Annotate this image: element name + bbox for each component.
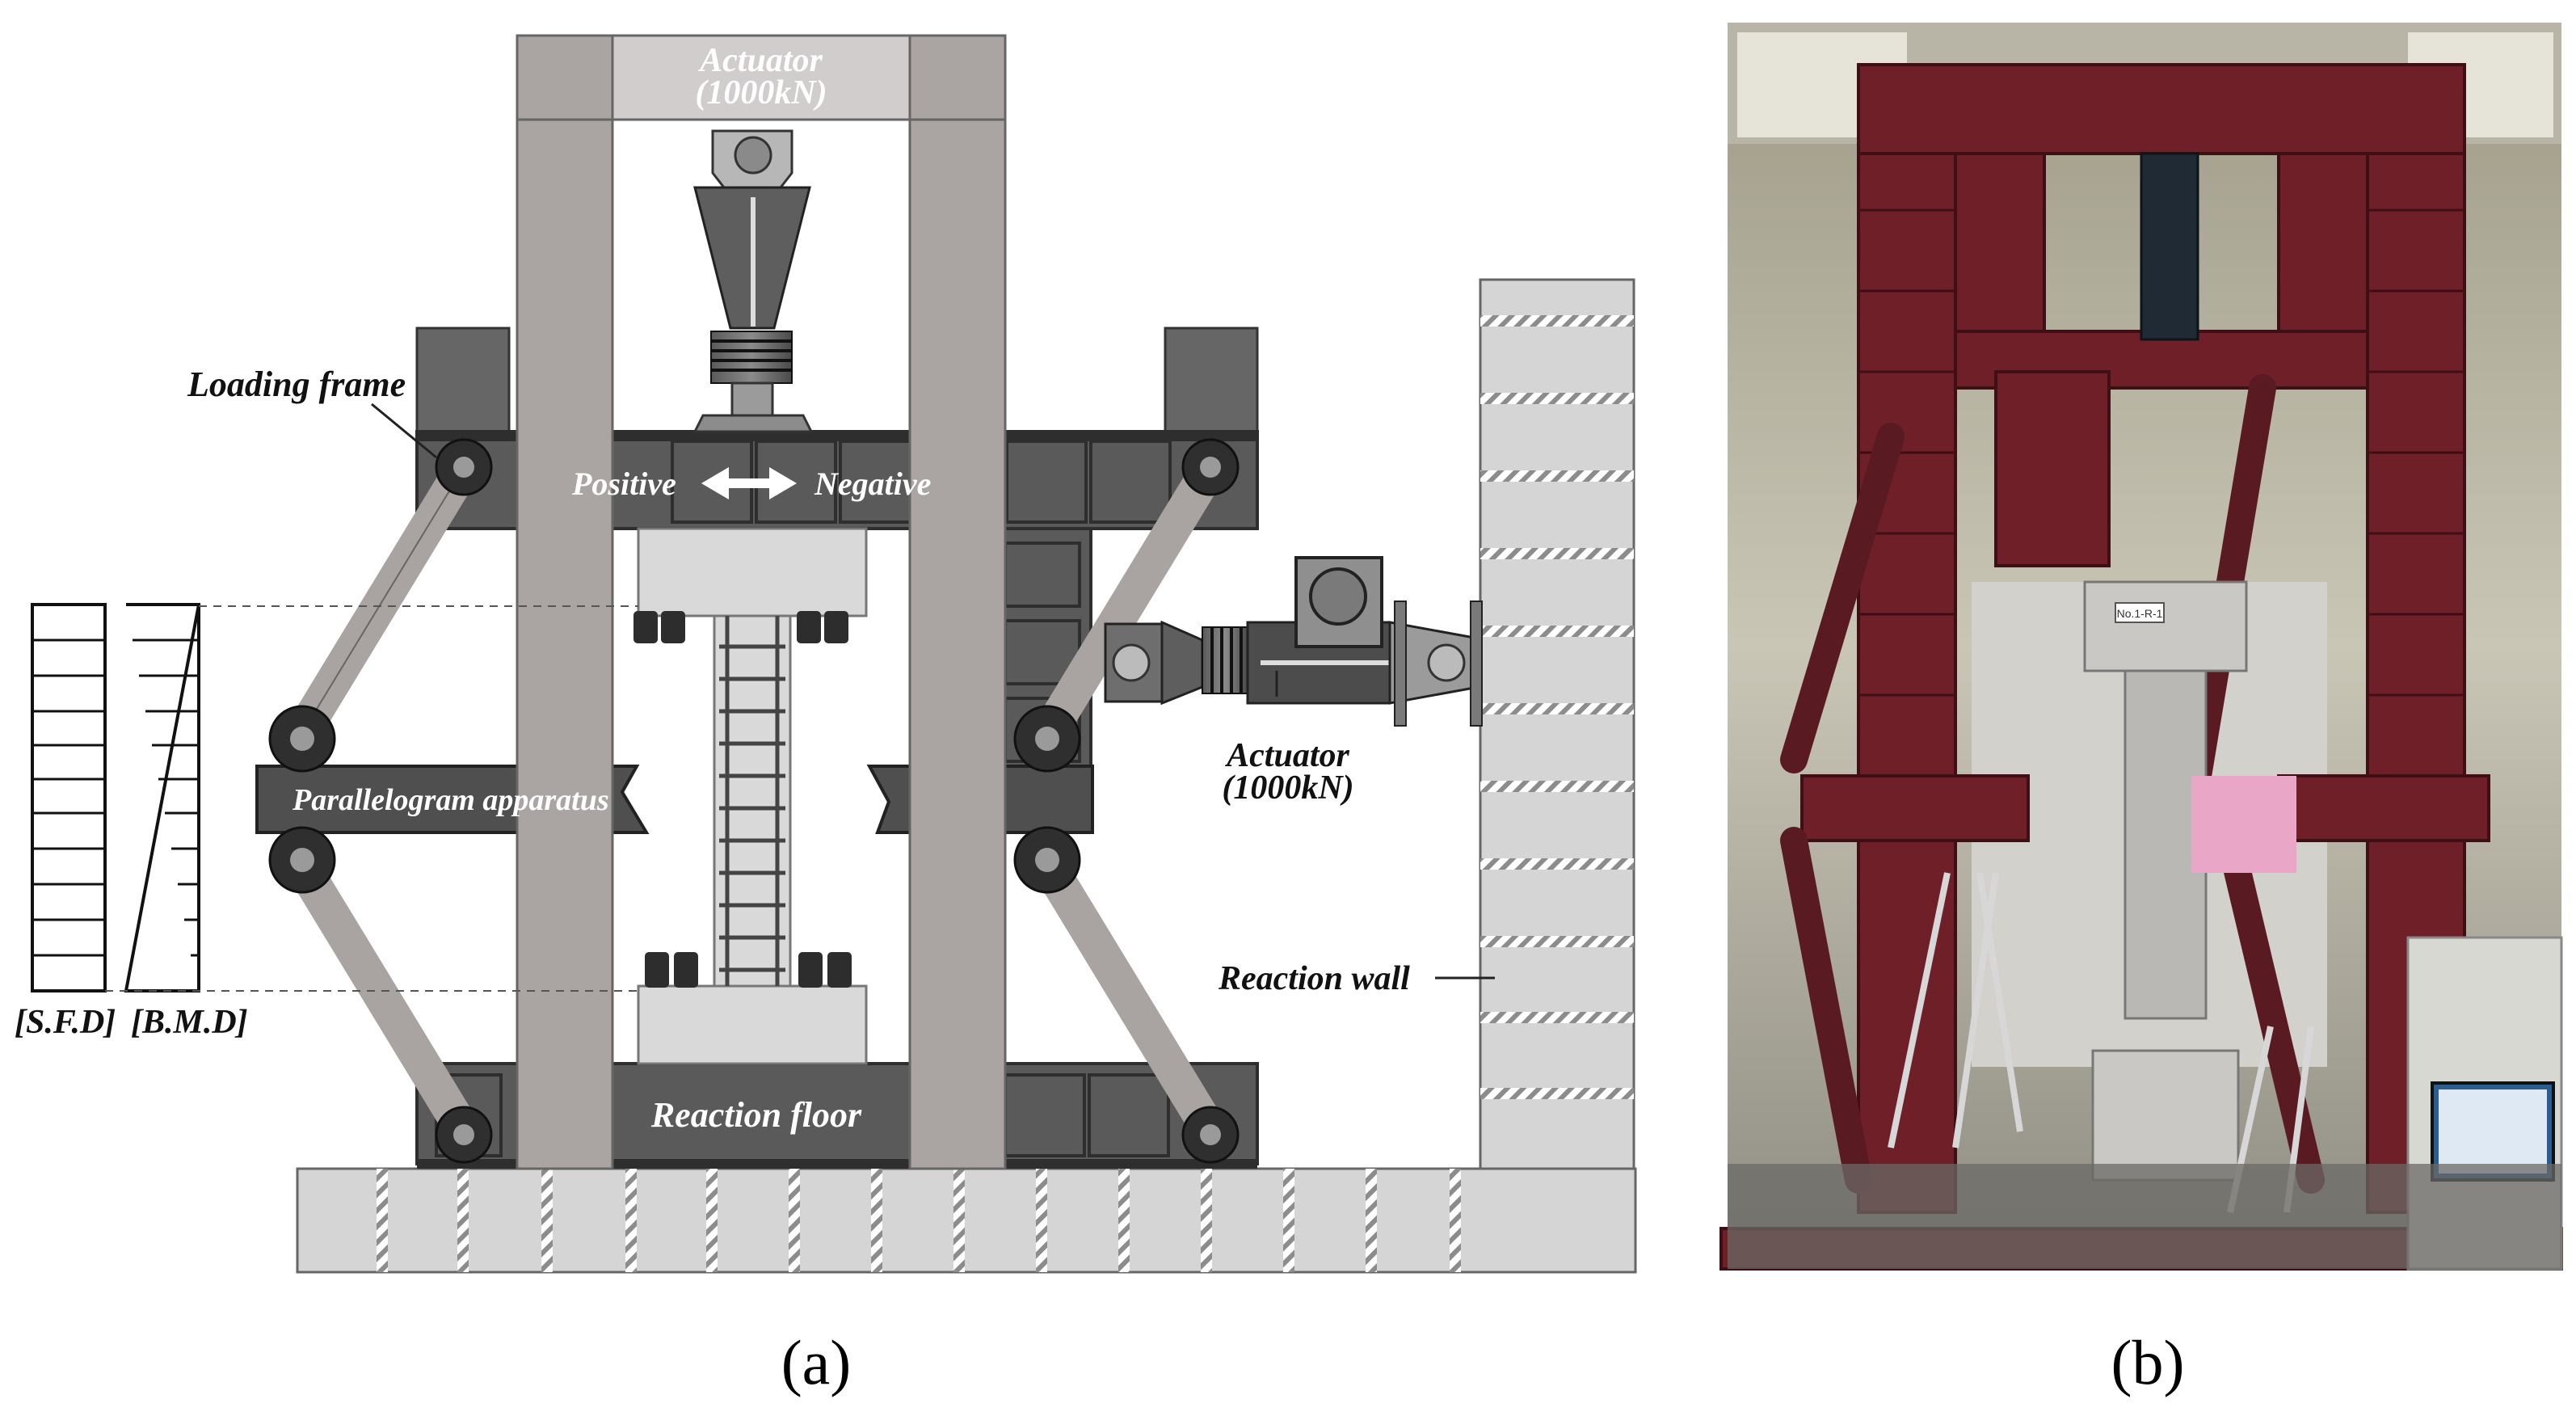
negative-direction-label: Negative: [814, 466, 931, 502]
loading-frame-label: Loading frame: [187, 365, 406, 404]
reaction-wall-label: Reaction wall: [1218, 960, 1410, 997]
hinge-pin-centers: [290, 457, 1221, 1145]
side-actuator-capacity-label: (1000kN): [1222, 769, 1353, 807]
loading-frame-columns: [516, 34, 1007, 1170]
panel-a-diagram: Actuator (1000kN) Loading frame Positive…: [15, 34, 1637, 1397]
panel-a-caption: (a): [781, 1327, 852, 1397]
panel-b-photo: No.1-R-1 (b): [1719, 23, 2563, 1397]
reaction-floor-base: [296, 1167, 1637, 1274]
photo-top-actuator: [2140, 152, 2199, 341]
top-actuator-capacity-label: (1000kN): [695, 74, 827, 112]
top-actuator-label: Actuator: [697, 42, 823, 79]
sfd-label: [S.F.D]: [15, 1004, 116, 1041]
bmd-label: [B.M.D]: [131, 1004, 248, 1041]
positive-direction-label: Positive: [571, 466, 676, 502]
side-actuator: [1104, 556, 1483, 727]
photo-specimen-tag: No.1-R-1: [2117, 607, 2163, 620]
side-actuator-label: Actuator: [1224, 737, 1349, 774]
reaction-floor-label: Reaction floor: [650, 1095, 862, 1135]
loading-frame-top-beam: [415, 327, 1259, 773]
reaction-wall: [1479, 278, 1635, 1170]
rc-column-specimen: [633, 527, 868, 1065]
parallelogram-apparatus-label: Parallelogram apparatus: [292, 783, 609, 817]
leader-lines: [371, 402, 1495, 980]
shear-force-diagram: [31, 603, 107, 992]
parallelogram-links: [285, 457, 1226, 1141]
bending-moment-diagram: [124, 603, 200, 992]
loading-direction-arrow: [701, 467, 797, 499]
panel-b-caption: (b): [2111, 1327, 2185, 1397]
top-actuator: [692, 129, 814, 433]
photo-pink-panel: [2191, 776, 2296, 873]
dashed-reference-lines: [105, 605, 638, 992]
